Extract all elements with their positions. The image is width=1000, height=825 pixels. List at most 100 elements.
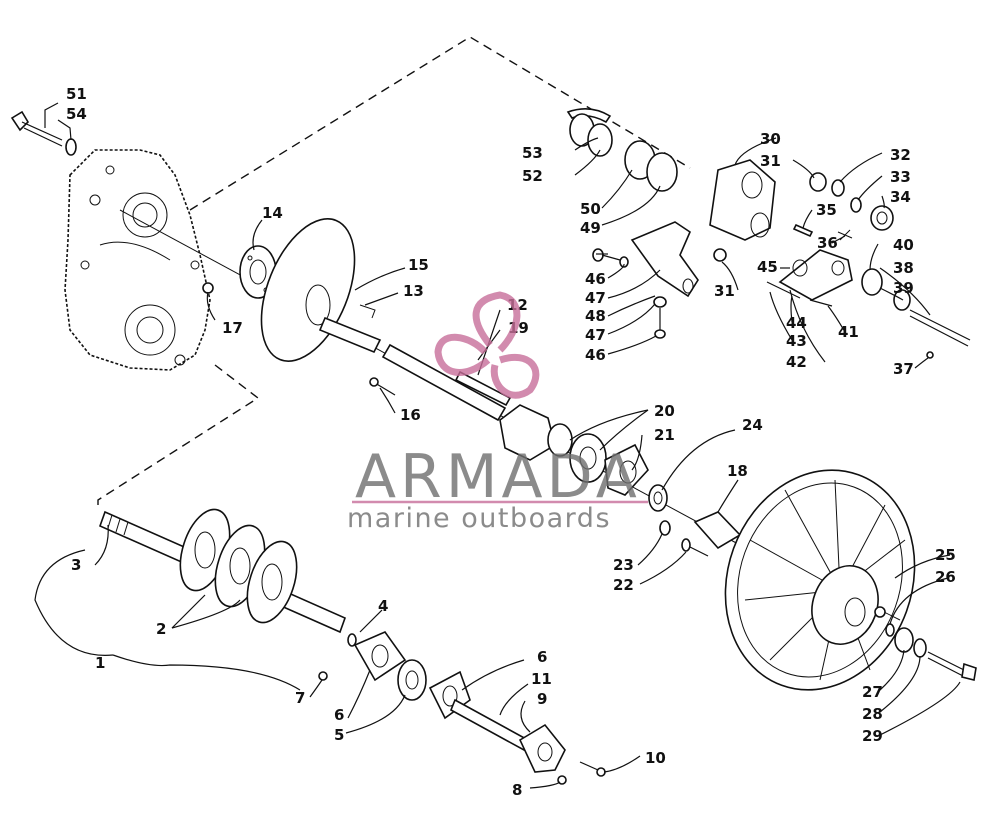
pin-41 — [809, 299, 833, 307]
callout-54: 54 — [66, 105, 87, 123]
callout-52: 52 — [522, 167, 543, 185]
bolt-46-top — [592, 248, 621, 262]
spacer-18 — [693, 511, 742, 550]
callout-17: 17 — [222, 319, 243, 337]
callout-43: 43 — [786, 332, 807, 350]
callout-13: 13 — [403, 282, 424, 300]
callout-22: 22 — [613, 576, 634, 594]
callout-40: 40 — [893, 236, 914, 254]
adjuster-40 — [861, 268, 911, 311]
callout-30: 30 — [760, 130, 781, 148]
bolt-51 — [10, 110, 63, 147]
bushing-31-lower — [713, 248, 727, 262]
bolt-22 — [681, 538, 709, 557]
callout-35: 35 — [816, 201, 837, 219]
callout-32: 32 — [890, 146, 911, 164]
callout-11: 11 — [531, 670, 552, 688]
bearing-housing-20-21 — [499, 404, 649, 496]
callout-47a: 47 — [585, 289, 606, 307]
callout-24: 24 — [742, 416, 763, 434]
watermark-tagline: marine outboards — [347, 503, 611, 534]
leader-lines — [34, 102, 961, 789]
washer-47 — [653, 296, 667, 308]
callout-38: 38 — [893, 259, 914, 277]
callout-3: 3 — [71, 556, 81, 574]
nut-17 — [202, 282, 214, 294]
brake-hub-13 — [318, 304, 382, 354]
bolt-46 — [654, 308, 666, 339]
spring-32 — [831, 179, 845, 197]
fitting-7 — [318, 671, 328, 681]
gearcase-housing — [64, 149, 211, 371]
bolt-10 — [579, 761, 606, 777]
callout-16: 16 — [400, 406, 421, 424]
callout-46b: 46 — [585, 346, 606, 364]
sleeve-12-19 — [381, 343, 512, 422]
washer-28 — [913, 638, 927, 658]
callout-29: 29 — [862, 727, 883, 745]
callout-44: 44 — [786, 314, 807, 332]
callout-18: 18 — [727, 462, 748, 480]
callout-5: 5 — [334, 726, 344, 744]
adjuster-bolt-37 — [909, 309, 971, 359]
flange-9 — [518, 723, 566, 773]
bearing-flange-6 — [353, 631, 407, 682]
assembly-dashed-lines — [97, 36, 691, 510]
caliper-body-30 — [709, 159, 776, 241]
nut-34 — [870, 205, 894, 231]
callout-14: 14 — [262, 204, 283, 222]
callout-36: 36 — [817, 234, 838, 252]
callout-1: 1 — [95, 654, 105, 672]
callout-21: 21 — [654, 426, 675, 444]
washer-26 — [885, 623, 895, 637]
shaft-stub-11 — [449, 698, 530, 752]
washer-54 — [65, 138, 77, 156]
callout-27: 27 — [862, 683, 883, 701]
watermark: ARMADA marine outboards — [347, 291, 648, 534]
brake-lever-44 — [778, 249, 853, 301]
callout-9: 9 — [537, 690, 547, 708]
bracket-48 — [630, 221, 699, 298]
brake-pads-53-52 — [566, 108, 613, 157]
callout-37: 37 — [893, 360, 914, 378]
washer-24 — [648, 484, 668, 512]
driven-clutch-25 — [724, 469, 916, 691]
callout-51: 51 — [66, 85, 87, 103]
callout-2: 2 — [156, 620, 166, 638]
callout-20: 20 — [654, 402, 675, 420]
callout-33: 33 — [890, 168, 911, 186]
washer-27 — [894, 627, 914, 653]
fitting-4 — [347, 633, 357, 647]
callout-6a: 6 — [334, 706, 344, 724]
callout-4: 4 — [378, 597, 388, 615]
washer-33 — [850, 197, 862, 213]
watermark-brand: ARMADA — [355, 442, 641, 512]
pin-35 — [792, 223, 814, 238]
callout-39: 39 — [893, 279, 914, 297]
callout-53: 53 — [522, 144, 543, 162]
brake-puck-50-49 — [624, 140, 678, 192]
callout-15: 15 — [408, 256, 429, 274]
callout-34: 34 — [890, 188, 911, 206]
callout-26: 26 — [935, 568, 956, 586]
callout-25: 25 — [935, 546, 956, 564]
washer-47-top — [619, 256, 629, 268]
callout-49: 49 — [580, 219, 601, 237]
propeller-logo — [434, 291, 540, 399]
callout-31a: 31 — [760, 152, 781, 170]
callout-31b: 31 — [714, 282, 735, 300]
callout-46a: 46 — [585, 270, 606, 288]
callout-10: 10 — [645, 749, 666, 767]
callout-45: 45 — [757, 258, 778, 276]
callout-28: 28 — [862, 705, 883, 723]
callout-7: 7 — [295, 689, 305, 707]
callout-42: 42 — [786, 353, 807, 371]
callout-47b: 47 — [585, 326, 606, 344]
callout-50: 50 — [580, 200, 601, 218]
bolt-29 — [927, 651, 977, 681]
sprockets-2 — [179, 508, 298, 624]
callout-6b: 6 — [537, 648, 547, 666]
callout-41: 41 — [838, 323, 859, 341]
bearing-5 — [397, 659, 427, 701]
